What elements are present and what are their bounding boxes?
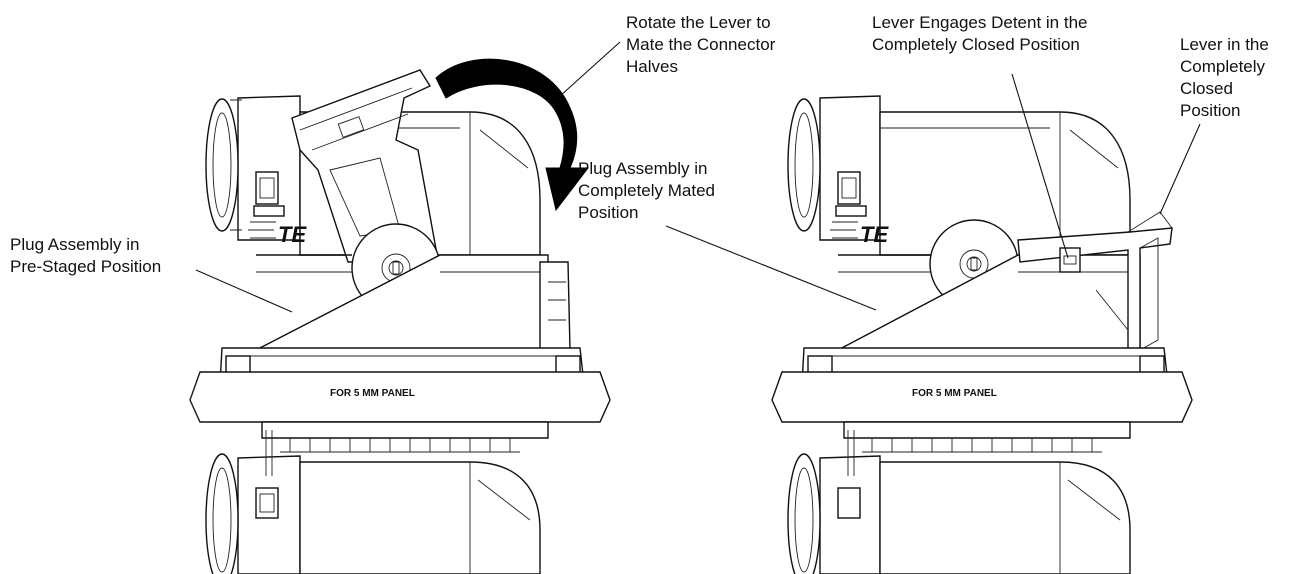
callout-completely-mated-line3: Position (578, 203, 639, 222)
right-upper-hood (787, 95, 1131, 256)
leader-lines (195, 41, 1201, 313)
callout-lever-closed-line1: Lever in the (1180, 35, 1269, 54)
callout-lever-closed: Lever in the Completely Closed Position (1180, 34, 1269, 122)
callout-rotate-lever: Rotate the Lever to Mate the Connector H… (626, 12, 775, 78)
left-lower-hood (205, 421, 549, 574)
callout-pre-staged-line2: Pre-Staged Position (10, 257, 162, 276)
left-housing (255, 254, 571, 351)
left-te-logo: TE (248, 221, 307, 247)
callout-lever-engages-line1: Lever Engages Detent in the (872, 13, 1088, 32)
callout-lever-closed-line4: Position (1180, 101, 1241, 120)
leader-pre-staged (195, 269, 293, 313)
callout-completely-mated: Plug Assembly in Completely Mated Positi… (578, 158, 715, 224)
left-panel-label: FOR 5 MM PANEL (330, 388, 415, 399)
right-te-logo: TE (830, 221, 889, 247)
leader-rotate (559, 41, 621, 97)
right-lever (1017, 211, 1173, 351)
callout-rotate-lever-line3: Halves (626, 57, 678, 76)
right-panel: FOR 5 MM PANEL (771, 371, 1193, 423)
curved-arrow-icon (435, 58, 590, 212)
callout-lever-closed-line3: Closed (1180, 79, 1233, 98)
leader-detent (1011, 73, 1069, 259)
right-panel-label: FOR 5 MM PANEL (912, 388, 997, 399)
callout-completely-mated-line1: Plug Assembly in (578, 159, 708, 178)
callout-lever-engages: Lever Engages Detent in the Completely C… (872, 12, 1087, 56)
right-connector-assembly: TE FOR 5 MM PANEL (771, 95, 1193, 574)
left-connector-assembly: TE FOR 5 MM PANEL (189, 69, 611, 574)
left-te-logo-text: TE (278, 222, 307, 247)
callout-rotate-lever-line2: Mate the Connector (626, 35, 776, 54)
left-lever (291, 69, 439, 263)
callout-pre-staged-line1: Plug Assembly in (10, 235, 140, 254)
callout-completely-mated-line2: Completely Mated (578, 181, 716, 200)
callout-lever-closed-line2: Completely (1180, 57, 1266, 76)
right-lower-hood (787, 421, 1131, 574)
left-panel: FOR 5 MM PANEL (189, 371, 611, 423)
callout-lever-engages-line2: Completely Closed Position (872, 35, 1080, 54)
callout-rotate-lever-line1: Rotate the Lever to (626, 13, 771, 32)
right-te-logo-text: TE (860, 222, 889, 247)
leader-mated (665, 225, 877, 311)
leader-closed (1159, 123, 1201, 215)
callout-pre-staged: Plug Assembly in Pre-Staged Position (10, 234, 161, 278)
